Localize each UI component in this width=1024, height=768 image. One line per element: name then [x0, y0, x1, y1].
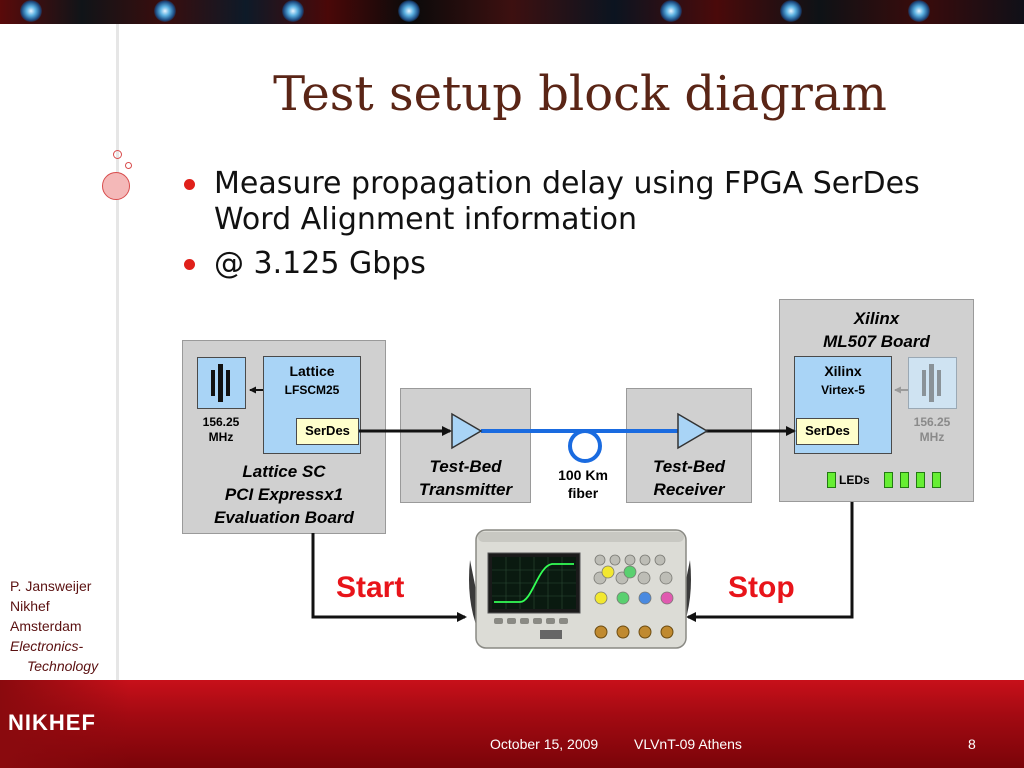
board-label-line: PCI Expressx1	[224, 485, 344, 504]
footer-event: VLVnT-09 Athens	[634, 736, 742, 752]
lattice-chip-title: Lattice	[289, 363, 335, 379]
author-dept: Technology	[27, 658, 99, 674]
oscilloscope-icon	[469, 529, 691, 649]
footer-band	[0, 680, 1024, 768]
lattice-clock-label: 156.25 MHz	[190, 415, 252, 445]
clock-value: 156.25	[913, 415, 951, 429]
stop-label: Stop	[728, 571, 795, 604]
xilinx-board-label: Xilinx ML507 Board	[779, 307, 974, 353]
crystal-icon	[211, 364, 230, 402]
rosette-decoration	[154, 0, 176, 22]
led-indicator	[827, 472, 836, 488]
rosette-decoration	[20, 0, 42, 22]
rosette-decoration	[780, 0, 802, 22]
led-indicator	[932, 472, 941, 488]
author-org: Nikhef	[10, 598, 50, 614]
bullet-text: @ 3.125 Gbps	[214, 246, 426, 281]
bullet-icon	[184, 259, 195, 270]
page-number: 8	[968, 736, 976, 752]
fiber-label: 100 Km fiber	[545, 466, 621, 502]
rosette-decoration	[660, 0, 682, 22]
led-indicator	[884, 472, 893, 488]
receiver-label-line: Test-Bed	[652, 457, 726, 476]
clock-unit: MHz	[919, 430, 945, 444]
board-label-line: Lattice SC	[242, 462, 326, 481]
receiver-label: Test-Bed Receiver	[626, 455, 752, 501]
lattice-board-label: Lattice SC PCI Expressx1 Evaluation Boar…	[182, 460, 386, 529]
bubble-decoration	[102, 172, 130, 200]
footer-date: October 15, 2009	[490, 736, 599, 752]
bullet-list: Measure propagation delay using FPGA Ser…	[182, 166, 982, 290]
board-label-line: Evaluation Board	[214, 508, 354, 527]
transmitter-box	[400, 388, 531, 503]
fiber-label-line: fiber	[567, 485, 599, 501]
fiber-spool-icon	[568, 429, 602, 463]
lattice-oscillator	[197, 357, 246, 409]
receiver-label-line: Receiver	[653, 480, 725, 499]
crystal-icon	[922, 364, 941, 402]
bullet-item: @ 3.125 Gbps	[182, 246, 982, 282]
vertical-divider	[116, 24, 119, 684]
rosette-decoration	[908, 0, 930, 22]
transmitter-label-line: Transmitter	[418, 480, 513, 499]
transmitter-label: Test-Bed Transmitter	[400, 455, 531, 501]
led-indicator	[916, 472, 925, 488]
nikhef-logo: NIKHEF	[8, 710, 96, 735]
fiber-label-line: 100 Km	[558, 467, 608, 483]
transmitter-label-line: Test-Bed	[429, 457, 502, 476]
rosette-decoration	[398, 0, 420, 22]
leds-label: LEDs	[839, 473, 870, 487]
lattice-serdes: SerDes	[296, 418, 359, 445]
bullet-icon	[184, 179, 195, 190]
xilinx-clock-label: 156.25 MHz	[901, 415, 963, 445]
lattice-chip-part: LFSCM25	[284, 383, 340, 397]
receiver-amplifier-icon	[677, 412, 709, 450]
led-indicator	[900, 472, 909, 488]
transmitter-amplifier-icon	[451, 412, 483, 450]
receiver-box	[626, 388, 752, 503]
page-title: Test setup block diagram	[273, 66, 887, 122]
stop-signal-line	[686, 502, 854, 622]
clock-unit: MHz	[208, 430, 234, 444]
start-signal-line	[311, 533, 467, 622]
bullet-item: Measure propagation delay using FPGA Ser…	[182, 166, 982, 238]
xilinx-serdes: SerDes	[796, 418, 859, 445]
xilinx-chip-title: Xilinx	[824, 363, 862, 379]
bullet-text: Measure propagation delay using FPGA Ser…	[214, 166, 920, 237]
board-label-line: Xilinx	[853, 309, 900, 328]
bubble-decoration	[125, 162, 132, 169]
author-city: Amsterdam	[10, 618, 82, 634]
start-label: Start	[336, 571, 405, 604]
author-dept: Electronics-	[10, 638, 84, 654]
author-block: P. Jansweijer Nikhef Amsterdam Electroni…	[10, 576, 98, 676]
board-label-line: ML507 Board	[823, 332, 930, 351]
author-name: P. Jansweijer	[10, 578, 92, 594]
xilinx-chip-part: Virtex-5	[821, 383, 865, 397]
top-decorative-band	[0, 0, 1024, 24]
rosette-decoration	[282, 0, 304, 22]
footer-shade	[0, 680, 130, 768]
clock-value: 156.25	[202, 415, 240, 429]
bubble-decoration	[113, 150, 122, 159]
xilinx-oscillator	[908, 357, 957, 409]
